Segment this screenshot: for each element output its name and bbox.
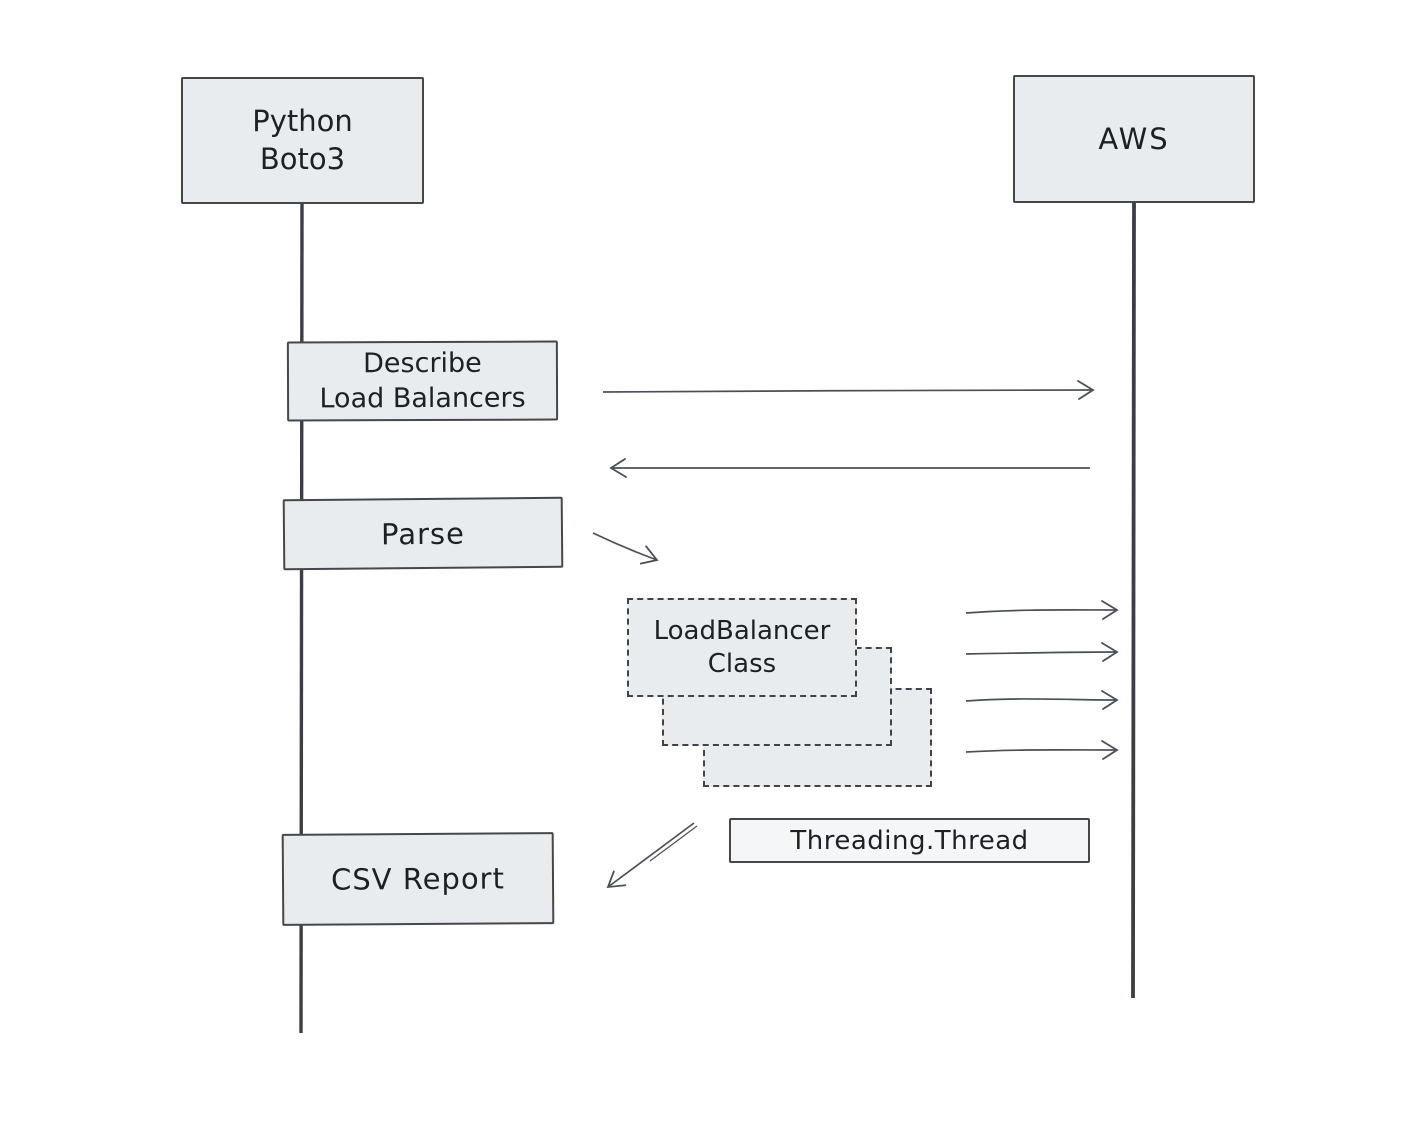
threading-thread-box: Threading.Thread [729,818,1090,863]
actor-aws: AWS [1013,75,1255,203]
arrow-describe-request [602,380,1095,400]
arrow-class-to-aws-1 [965,600,1119,620]
arrow-class-to-aws-4 [965,740,1119,760]
loadbalancer-class-label: LoadBalancer Class [653,616,831,679]
arrow-class-to-aws-2 [965,642,1119,662]
step-parse: Parse [282,496,564,571]
arrow-thread-to-csv [606,822,695,889]
loadbalancer-class-instance-1: LoadBalancer Class [627,598,857,697]
step-describe-load-balancers-label: Describe Load Balancers [319,347,526,415]
arrow-class-to-aws-3 [965,690,1119,710]
arrow-thread-to-csv-stroke2 [649,825,698,862]
step-parse-label: Parse [380,516,466,551]
step-describe-load-balancers: Describe Load Balancers [286,340,559,422]
lifeline-aws [1131,202,1136,999]
arrow-parse-to-class [592,532,659,565]
step-csv-report: CSV Report [281,832,555,926]
threading-thread-label: Threading.Thread [790,825,1029,856]
actor-python-boto3-label: Python Boto3 [252,103,353,176]
step-csv-report-label: CSV Report [330,861,506,897]
actor-aws-label: AWS [1098,122,1170,156]
actor-python-boto3: Python Boto3 [181,77,424,204]
